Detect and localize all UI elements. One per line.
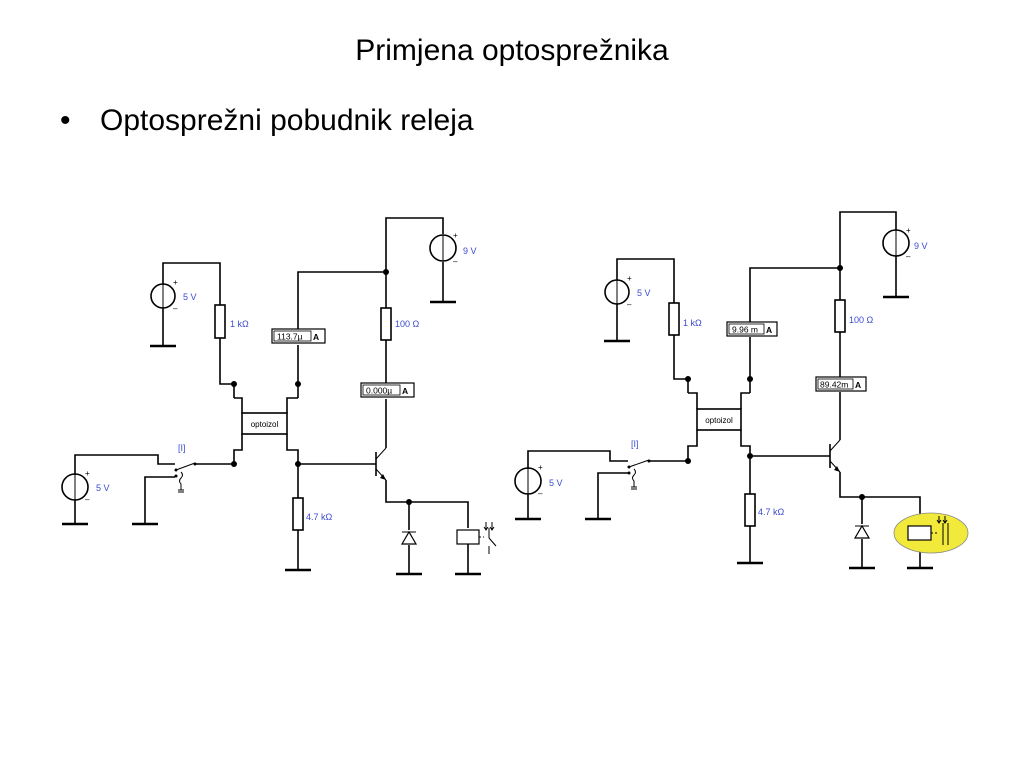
switch-key-label: [I]	[178, 443, 186, 453]
svg-text:100 Ω: 100 Ω	[395, 319, 420, 329]
voltage-source-switch: + – 5 V	[514, 463, 563, 498]
svg-text:A: A	[402, 386, 408, 396]
bullet-item: • Optosprežni pobudnik releja	[60, 104, 474, 138]
bullet-dot-icon: •	[60, 104, 71, 137]
ground-symbols	[515, 295, 933, 570]
svg-text:optoizol: optoizol	[705, 416, 733, 425]
voltage-source-input: + – 5 V	[150, 278, 197, 313]
wires	[74, 217, 469, 573]
relay	[456, 522, 497, 554]
resistor-base: 4.7 kΩ	[292, 497, 333, 531]
voltage-source-supply: + – 9 V	[882, 226, 928, 261]
ammeter-1-value: 113.7µ	[277, 332, 303, 342]
flyback-diode	[400, 530, 418, 545]
junction-dots	[685, 265, 865, 500]
svg-text:1 kΩ: 1 kΩ	[230, 319, 249, 329]
optocoupler: optoizol	[696, 408, 742, 431]
source-switch-label: 5 V	[549, 478, 563, 488]
svg-text:A: A	[766, 325, 772, 335]
svg-text:–: –	[538, 489, 543, 498]
svg-text:–: –	[173, 304, 178, 313]
resistor-input: 1 kΩ	[214, 304, 249, 339]
source-input-label: 5 V	[637, 288, 651, 298]
ammeter-1: 113.7µ A	[271, 328, 326, 344]
svg-text:–: –	[453, 257, 458, 266]
ammeter-1: 9.96 m A	[726, 321, 778, 337]
ammeter-2: 89.42m A	[815, 376, 867, 392]
svg-text:+: +	[173, 278, 178, 287]
wires	[527, 211, 921, 567]
ammeter-2-value: 0.000µ	[366, 386, 392, 396]
source-supply-label: 9 V	[463, 246, 477, 256]
svg-text:+: +	[627, 274, 632, 283]
svg-text:1 kΩ: 1 kΩ	[683, 318, 702, 328]
svg-text:optoizol: optoizol	[251, 420, 279, 429]
voltage-source-supply: + – 9 V	[429, 231, 477, 266]
source-supply-label: 9 V	[914, 241, 928, 251]
ammeter-2: 0.000µ A	[360, 382, 415, 398]
ground-symbols	[62, 300, 481, 576]
voltage-source-switch: + – 5 V	[61, 469, 110, 504]
source-input-label: 5 V	[183, 292, 197, 302]
circuit-right: + – 5 V + – 9 V + – 5 V 1 kΩ 100 Ω	[514, 211, 969, 570]
junction-dots	[231, 269, 412, 505]
svg-text:+: +	[538, 463, 543, 472]
resistor-collector: 100 Ω	[834, 299, 874, 333]
svg-text:4.7 kΩ: 4.7 kΩ	[758, 507, 785, 517]
svg-text:A: A	[855, 380, 861, 390]
resistor-input: 1 kΩ	[668, 302, 702, 336]
svg-text:–: –	[627, 300, 632, 309]
ammeter-1-value: 9.96 m	[732, 325, 758, 335]
svg-text:+: +	[453, 231, 458, 240]
svg-text:100 Ω: 100 Ω	[849, 315, 874, 325]
svg-text:A: A	[313, 332, 319, 342]
relay-active	[893, 512, 969, 554]
switch-key-label: [I]	[631, 439, 639, 449]
resistor-base: 4.7 kΩ	[744, 493, 785, 527]
bullet-text: Optosprežni pobudnik releja	[100, 104, 474, 137]
svg-text:+: +	[85, 469, 90, 478]
circuit-left: + – 5 V + – 9 V + – 5 V 1 kΩ 100 Ω	[61, 217, 497, 576]
resistor-collector: 100 Ω	[380, 307, 420, 341]
ammeter-2-value: 89.42m	[820, 380, 848, 390]
slide-title: Primjena optosprežnika	[355, 34, 669, 67]
svg-text:–: –	[906, 252, 911, 261]
optocoupler: optoizol	[241, 412, 288, 435]
flyback-diode	[853, 524, 871, 539]
svg-text:4.7 kΩ: 4.7 kΩ	[306, 512, 333, 522]
voltage-source-input: + – 5 V	[604, 274, 651, 309]
svg-text:+: +	[906, 226, 911, 235]
source-switch-label: 5 V	[96, 483, 110, 493]
svg-text:–: –	[85, 495, 90, 504]
